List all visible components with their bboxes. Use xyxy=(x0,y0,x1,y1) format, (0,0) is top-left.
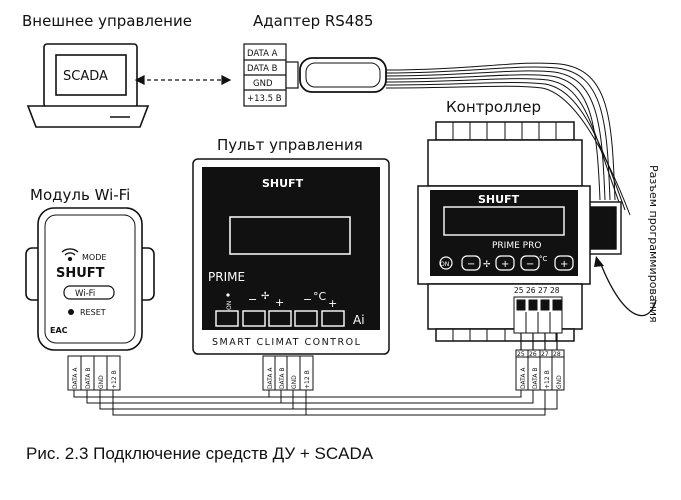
controller-plus-temp-button[interactable]: + xyxy=(560,259,568,270)
figure-caption: Рис. 2.3 Подключение средств ДУ + SCADA xyxy=(26,444,374,463)
controller-label-pin-25: 25 xyxy=(517,351,525,358)
controller-plus-fan-button[interactable]: + xyxy=(501,259,509,270)
controller-terminal-data-b: DATA B xyxy=(532,368,539,389)
controller-label-pin-26: 26 xyxy=(529,351,537,358)
remote-minus-temp-button[interactable] xyxy=(294,310,318,327)
eac-mark: EAC xyxy=(50,326,68,335)
remote-model: PRIME xyxy=(208,270,245,284)
remote-minus-fan-button[interactable] xyxy=(242,310,266,327)
controller-minus-fan-button[interactable]: − xyxy=(467,259,475,270)
remote-terminal-gnd: GND xyxy=(291,375,298,389)
prog-connector-label: Разъем программирования xyxy=(647,165,660,323)
controller-label-pin-28: 28 xyxy=(553,351,561,358)
data-link-arrow xyxy=(134,75,232,85)
wifi-terminal-data-b: DATA B xyxy=(85,368,92,389)
adapter-terminal-block xyxy=(243,43,299,107)
remote-terminal-data-b: DATA B xyxy=(279,368,286,389)
remote-plus-temp-button[interactable] xyxy=(321,310,345,327)
remote-ai-label: Ai xyxy=(353,313,365,327)
remote-plus-fan-button[interactable] xyxy=(268,310,292,327)
remote-screen xyxy=(229,216,351,255)
wifi-reset-label: RESET xyxy=(80,308,106,317)
wifi-brand: SHUFT xyxy=(56,266,105,281)
wifi-terminal-power: +12 B xyxy=(111,370,118,389)
remote-terminal-power: +12 B xyxy=(304,370,311,389)
controller-terminal-power: +12 B xyxy=(544,370,551,389)
wifi-module-label: Модуль Wi-Fi xyxy=(30,186,130,204)
controller-minus-temp-button[interactable]: − xyxy=(526,259,534,270)
adapter-label: Адаптер RS485 xyxy=(253,12,373,30)
remote-minus-temp: − xyxy=(303,293,312,306)
scada-computer xyxy=(26,43,150,128)
wifi-terminal-data-a: DATA A xyxy=(72,367,79,389)
controller-pin-27: 27 xyxy=(538,286,548,295)
remote-label: Пульт управления xyxy=(217,136,363,154)
controller-wire-pins xyxy=(520,333,558,350)
remote-plus-temp: + xyxy=(328,297,337,310)
controller-label: Контроллер xyxy=(446,98,541,116)
remote-on-button[interactable] xyxy=(215,310,239,327)
remote-on-label: ON xyxy=(226,301,233,310)
remote-buttons xyxy=(215,310,345,327)
controller-terminal-block xyxy=(513,296,563,334)
ribbon-cable xyxy=(385,62,631,216)
wifi-label-box xyxy=(63,285,115,300)
wifi-terminal-block xyxy=(67,355,121,391)
controller-label-block xyxy=(515,349,565,391)
remote-on-dot xyxy=(226,293,230,297)
fan-icon: ✢ xyxy=(483,260,491,270)
controller-brand: SHUFT xyxy=(478,193,520,206)
programming-connector xyxy=(584,201,622,255)
controller-terminal-data-a: DATA A xyxy=(520,367,527,389)
controller-terminal-gnd: GND xyxy=(556,375,563,389)
controller-buttons xyxy=(439,255,574,271)
controller-screen xyxy=(443,206,565,236)
controller-label-pin-27: 27 xyxy=(541,351,549,358)
remote-subtitle: SMART CLIMAT CONTROL xyxy=(212,337,361,348)
controller-model: PRIME PRO xyxy=(492,241,541,251)
remote-plus-fan: + xyxy=(275,296,284,309)
controller-pin-28: 28 xyxy=(550,286,560,295)
remote-terminal-block xyxy=(262,355,314,391)
remote-brand: SHUFT xyxy=(262,177,304,190)
wifi-signal-icon xyxy=(61,248,79,262)
wifi-mode-label: MODE xyxy=(82,253,106,262)
remote-minus-fan: − xyxy=(248,293,257,306)
controller-pin-26: 26 xyxy=(526,286,536,295)
controller-on-button[interactable]: ON xyxy=(440,261,449,268)
adapter-terminal-gnd: GND xyxy=(253,79,273,89)
remote-deg-label: °C xyxy=(313,290,327,303)
prog-connector-arrow xyxy=(599,261,657,317)
fan-icon: ✢ xyxy=(261,291,269,302)
controller-deg-label: °C xyxy=(539,255,548,263)
wifi-terminal-gnd: GND xyxy=(98,375,105,389)
bus-wiring xyxy=(73,390,558,416)
adapter-terminal-power: +13.5 B xyxy=(247,94,282,104)
external-control-label: Внешнее управление xyxy=(22,12,192,30)
remote-terminal-data-a: DATA A xyxy=(267,367,274,389)
adapter-body xyxy=(299,57,387,93)
controller-top-terminals xyxy=(452,122,557,140)
adapter-terminal-data-a: DATA A xyxy=(247,49,278,59)
wifi-label: Wi-Fi xyxy=(75,289,95,299)
controller-pin-25: 25 xyxy=(514,286,524,295)
prog-connector-arrowhead xyxy=(594,256,604,267)
scada-screen-text: SCADA xyxy=(63,69,108,84)
adapter-terminal-data-b: DATA B xyxy=(247,64,278,74)
wifi-module-device xyxy=(25,207,155,351)
wifi-reset-button[interactable] xyxy=(68,309,74,315)
